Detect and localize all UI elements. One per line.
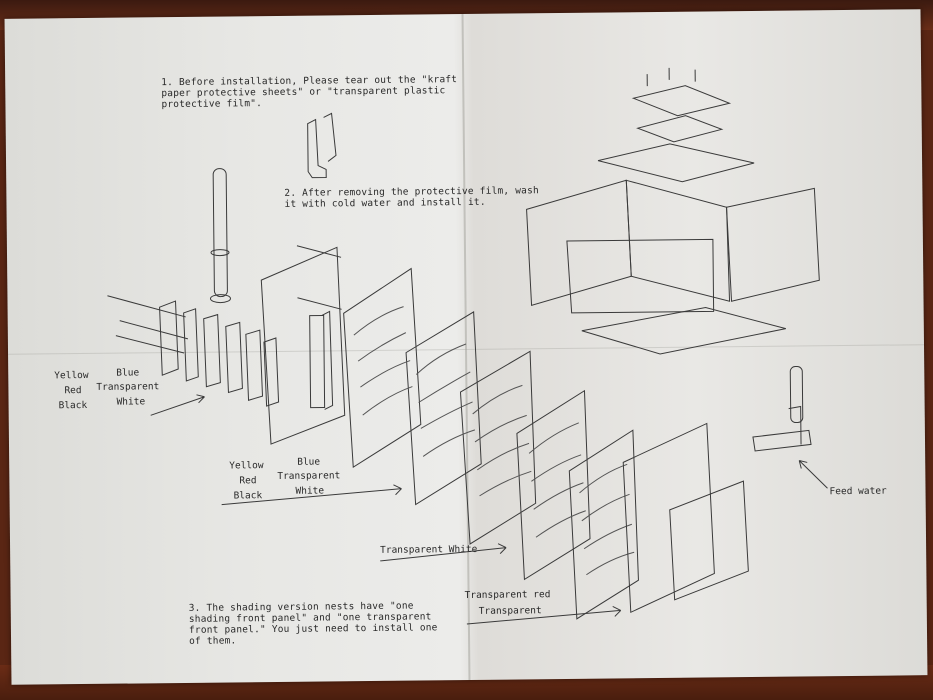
feed-water-part: [752, 366, 811, 451]
label-blue: Blue: [297, 456, 321, 468]
step2-line2: it with cold water and install it.: [284, 196, 486, 210]
top-box-parts: [525, 66, 820, 355]
bracket-part: [308, 113, 337, 177]
label-red: Red: [64, 385, 82, 397]
arrow-icon: [150, 388, 828, 627]
feeder-tube: [209, 168, 230, 302]
label-transparent: Transparent: [277, 470, 341, 482]
label-blue: Blue: [116, 367, 140, 379]
label-black: Black: [58, 399, 88, 412]
maze-panels: [343, 266, 639, 621]
back-panel: [261, 247, 345, 444]
label-transparent-red: Transparent red: [464, 589, 551, 602]
step1-line3: protective film".: [161, 98, 263, 111]
screws-left: [107, 245, 342, 353]
label-transparent: Transparent: [96, 381, 160, 393]
small-panels-left: [160, 300, 279, 407]
assembly-diagram: [5, 9, 928, 685]
step3-line4: of them.: [189, 635, 237, 647]
label-yellow: Yellow: [229, 460, 264, 472]
label-black: Black: [233, 490, 263, 502]
maze-pattern: [354, 304, 635, 577]
label-red: Red: [239, 475, 257, 487]
instruction-sheet: 1. Before installation, Please tear out …: [4, 9, 928, 685]
label-white: White: [295, 485, 325, 497]
front-panel: [623, 423, 715, 612]
label-transparent: Transparent: [478, 605, 542, 617]
label-white: White: [116, 396, 146, 408]
label-feed-water: Feed water: [829, 485, 887, 498]
label-yellow: Yellow: [54, 369, 89, 382]
label-transparent-white: Transparent White: [380, 543, 478, 556]
shading-panel: [669, 481, 748, 600]
